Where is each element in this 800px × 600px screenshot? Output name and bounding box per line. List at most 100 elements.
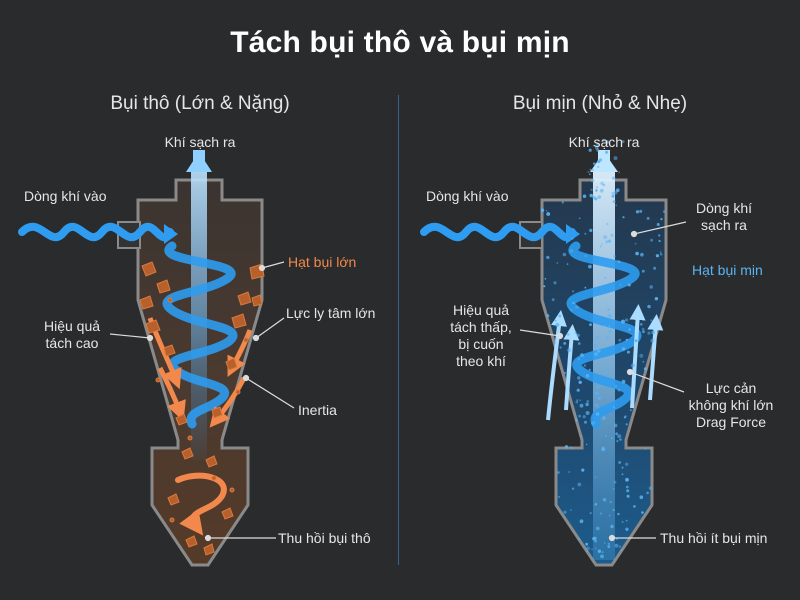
fine-particle bbox=[588, 173, 591, 176]
right-drag-arrow-3 bbox=[629, 304, 646, 409]
fine-particle bbox=[605, 140, 609, 144]
fine-particle bbox=[563, 510, 567, 514]
fine-particle bbox=[579, 519, 584, 524]
fine-particle bbox=[584, 420, 587, 424]
left-label-inertia: Inertia bbox=[298, 402, 337, 418]
fine-particle bbox=[634, 339, 638, 343]
fine-particle bbox=[581, 468, 585, 472]
fine-particle bbox=[589, 323, 592, 326]
fine-particle bbox=[601, 447, 606, 452]
left-label-large-particles: Hạt bụi lớn bbox=[288, 254, 357, 270]
fine-particle bbox=[576, 399, 579, 402]
right-cyclone bbox=[420, 138, 687, 567]
fine-particle bbox=[621, 379, 626, 384]
fine-particle bbox=[588, 148, 592, 152]
left-clean-air-arrowhead bbox=[186, 152, 212, 172]
fine-particle bbox=[625, 477, 629, 482]
fine-particle bbox=[601, 551, 604, 553]
fine-particle bbox=[594, 539, 597, 543]
fine-particle bbox=[602, 138, 605, 142]
fine-particle bbox=[635, 210, 640, 214]
fine-particle bbox=[564, 445, 569, 449]
fine-particle bbox=[613, 480, 617, 484]
fine-particle bbox=[625, 519, 628, 522]
fine-particle bbox=[612, 488, 615, 490]
fine-particle bbox=[611, 191, 615, 196]
fine-particle bbox=[612, 176, 616, 180]
left-inertia-arrow-2 bbox=[157, 366, 186, 422]
fine-particle bbox=[596, 160, 600, 163]
fine-particle bbox=[617, 512, 620, 516]
fine-particle bbox=[583, 364, 587, 367]
fine-particle bbox=[600, 554, 604, 559]
fine-particle bbox=[659, 252, 663, 256]
fine-particle bbox=[614, 384, 618, 388]
fine-particle bbox=[627, 283, 631, 287]
left-cyclone bbox=[18, 150, 295, 567]
fine-particle bbox=[596, 386, 599, 389]
fine-particle bbox=[576, 388, 580, 392]
fine-particle bbox=[644, 447, 647, 450]
fine-particle bbox=[595, 404, 600, 408]
fine-particle bbox=[575, 400, 579, 404]
fine-particle bbox=[589, 168, 592, 171]
fine-particle bbox=[612, 509, 615, 511]
fine-particle bbox=[585, 374, 590, 378]
fine-particle bbox=[578, 217, 581, 220]
right-label-collection: Thu hồi ít bụi mịn bbox=[660, 530, 768, 546]
fine-particle bbox=[628, 328, 631, 331]
fine-particle bbox=[626, 350, 630, 354]
fine-particle bbox=[558, 496, 560, 498]
fine-particle bbox=[665, 262, 667, 265]
fine-particle bbox=[553, 281, 557, 285]
fine-particle bbox=[642, 360, 645, 363]
fine-particle bbox=[618, 171, 621, 174]
fine-particle bbox=[569, 249, 574, 253]
fine-particle bbox=[576, 333, 580, 337]
left-label-collection: Thu hồi bụi thô bbox=[278, 530, 371, 546]
right-air-beam bbox=[593, 170, 615, 560]
fine-particle bbox=[603, 325, 606, 327]
right-fine-particles bbox=[540, 138, 667, 559]
right-label-drag-force: Lực cản không khí lớn Drag Force bbox=[688, 380, 774, 430]
fine-particle bbox=[596, 143, 600, 147]
fine-particle bbox=[579, 399, 581, 402]
fine-particle bbox=[634, 242, 637, 245]
right-inlet-coil bbox=[420, 222, 576, 242]
fine-particle bbox=[609, 501, 612, 504]
fine-particle bbox=[621, 319, 625, 324]
fine-particle bbox=[604, 276, 607, 279]
left-inertia-arrow-4 bbox=[209, 376, 247, 428]
fine-particle bbox=[594, 547, 597, 550]
fine-particle bbox=[613, 156, 618, 161]
fine-particle bbox=[608, 325, 611, 327]
fine-particle bbox=[595, 395, 597, 398]
left-label-centrifugal-force: Lực ly tâm lớn bbox=[286, 305, 376, 321]
fine-particle bbox=[621, 466, 624, 469]
page-title: Tách bụi thô và bụi mịn bbox=[230, 26, 570, 59]
fine-particle bbox=[635, 251, 639, 256]
fine-particle bbox=[579, 403, 584, 408]
fine-particle bbox=[626, 489, 630, 493]
fine-particle bbox=[653, 266, 657, 270]
fine-particle bbox=[596, 349, 601, 353]
fine-particle bbox=[593, 343, 597, 347]
fine-particle bbox=[625, 462, 629, 466]
fine-particle bbox=[602, 183, 606, 187]
fine-particle bbox=[643, 367, 648, 371]
fine-particle bbox=[655, 254, 660, 258]
fine-particle bbox=[607, 308, 610, 311]
fine-particle bbox=[575, 305, 578, 309]
fine-particle bbox=[621, 347, 626, 351]
fine-particle bbox=[607, 545, 611, 548]
fine-particle bbox=[656, 223, 660, 226]
fine-particle bbox=[621, 473, 624, 476]
right-label-fine-particles: Hạt bụi mịn bbox=[692, 262, 763, 278]
fine-particle bbox=[585, 542, 589, 546]
fine-particle bbox=[571, 237, 574, 240]
fine-particle bbox=[612, 406, 615, 409]
fine-particle bbox=[597, 165, 600, 168]
fine-particle bbox=[545, 209, 548, 212]
fine-particle bbox=[546, 314, 550, 318]
fine-particle bbox=[615, 204, 618, 207]
